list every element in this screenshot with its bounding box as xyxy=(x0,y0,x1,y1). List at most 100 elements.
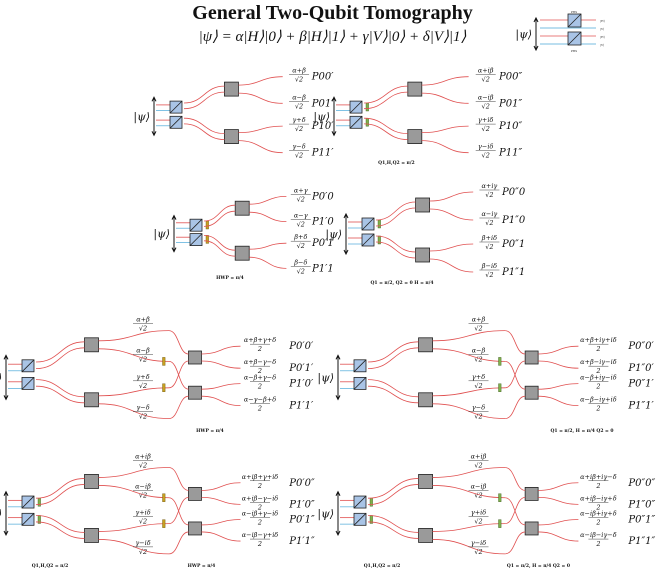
output-wire xyxy=(429,191,474,202)
path-wire xyxy=(363,85,408,104)
combined-amplitude-label: α+β−γ−δ2 xyxy=(244,358,276,375)
amp-denominator: 2 xyxy=(257,405,262,413)
waveplate xyxy=(205,220,209,230)
panel-6: |ψ⟩α+β√2α−β√2γ+δ√2γ−δ√2α+β+iγ+iδ2α+β−iγ−… xyxy=(317,316,654,434)
amp-denominator: √2 xyxy=(485,191,493,199)
arrow-head-down xyxy=(331,131,337,137)
probability-label: P01′ xyxy=(311,98,334,109)
output-wire xyxy=(238,92,283,104)
stage2-output-wire xyxy=(538,345,579,355)
pbs-diagonal xyxy=(169,116,183,129)
stage2-wire xyxy=(168,467,189,491)
path-wire xyxy=(367,515,419,533)
panel-caption-secondary: HWP = π/4 xyxy=(188,563,216,569)
amplitude-label: α+β√2 xyxy=(133,316,153,333)
amp-numerator: α+iβ xyxy=(478,67,494,75)
combined-amplitude-label: α−iβ+iγ+δ2 xyxy=(580,509,617,526)
pbs-diagonal xyxy=(349,116,363,129)
amp-numerator: γ−δ xyxy=(472,404,485,412)
waveplate xyxy=(162,383,166,392)
combined-amplitude-label: α−β+iγ−iδ2 xyxy=(580,374,617,391)
probability-label: P1′0″ xyxy=(288,499,315,510)
path-wire xyxy=(203,204,236,222)
amp-numerator: α+iβ−iγ+δ xyxy=(580,494,617,502)
amplitude-label: γ+δ√2 xyxy=(133,373,153,390)
amp-denominator: 2 xyxy=(595,482,600,490)
path-wire xyxy=(183,91,225,110)
combined-amplitude-label: α+iβ+iγ−δ2 xyxy=(580,473,617,490)
amp-denominator: √2 xyxy=(485,219,493,227)
combined-amplitude-label: α−γ−β+δ2 xyxy=(244,396,276,413)
amp-denominator: √2 xyxy=(474,413,482,421)
amp-numerator: α−β+iγ−iδ xyxy=(580,374,617,382)
psi-label: |ψ⟩ xyxy=(153,228,170,242)
amp-numerator: γ+iδ xyxy=(478,116,493,124)
stage2-output-wire xyxy=(538,519,579,526)
pbs-cube xyxy=(353,495,367,509)
probability-label: P0″0″ xyxy=(627,478,655,489)
waveplate xyxy=(498,357,502,366)
output-wire xyxy=(429,258,474,273)
combined-amplitude-label: α+β+iγ+iδ2 xyxy=(580,336,617,353)
beam-splitter xyxy=(415,197,431,213)
amp-numerator: α+β xyxy=(136,316,150,324)
amp-denominator: 2 xyxy=(595,345,600,353)
pbs-cube xyxy=(353,512,367,526)
waveplate xyxy=(377,235,381,245)
amp-denominator: √2 xyxy=(139,413,147,421)
arrow-head-up xyxy=(335,354,341,360)
amp-numerator: γ−iδ xyxy=(478,143,493,151)
path-wire xyxy=(35,484,85,506)
beam-splitter xyxy=(224,81,239,97)
amp-denominator: √2 xyxy=(482,102,490,110)
stage2-output-wire xyxy=(201,395,241,406)
amp-numerator: α+iβ−γ−iδ xyxy=(242,494,279,502)
combined-amplitude-label: α+iβ−iγ+δ2 xyxy=(580,494,617,511)
amp-denominator: √2 xyxy=(485,271,493,279)
path-wire xyxy=(375,207,416,227)
path-wire xyxy=(203,240,236,257)
beam-splitter xyxy=(188,385,202,400)
amplitude-label: γ+δ√2 xyxy=(289,116,310,133)
pbs-cube xyxy=(21,376,35,390)
arrow-head-up xyxy=(3,490,9,496)
waveplate xyxy=(498,519,502,528)
path-wire xyxy=(203,210,236,227)
stage2-output-wire xyxy=(538,482,579,491)
output-wire xyxy=(98,539,170,555)
probability-label: P1′1″ xyxy=(288,536,315,547)
pbs-diagonal xyxy=(21,495,35,509)
waveplate xyxy=(498,493,502,502)
pbs-diagonal xyxy=(353,377,367,390)
amp-denominator: √2 xyxy=(297,221,305,229)
stage2-output-wire xyxy=(538,360,579,369)
amp-denominator: √2 xyxy=(485,243,493,251)
probability-label: P1″0″ xyxy=(627,499,655,510)
stage2-wire xyxy=(168,497,189,526)
beam-splitter xyxy=(418,474,433,489)
legend-port-label: |H⟩ xyxy=(600,35,605,39)
amplitude-label: γ−iδ√2 xyxy=(475,143,496,160)
stage2-output-wire xyxy=(201,497,241,505)
probability-label: P0′0″ xyxy=(288,478,315,489)
panel-caption-secondary: Q1 = π/2, H = π/4 Q2 = 0 xyxy=(507,563,570,569)
output-wire xyxy=(421,140,469,154)
pbs-diagonal xyxy=(189,233,203,246)
stage2-output-wire xyxy=(538,531,579,542)
stage2-wire xyxy=(168,395,189,419)
path-wire xyxy=(35,347,85,369)
probability-label: P0′0′ xyxy=(288,341,314,352)
probability-label: P10″ xyxy=(498,121,522,132)
beam-splitter xyxy=(234,200,250,216)
amp-numerator: α−β xyxy=(136,346,150,354)
arrow-head-up xyxy=(533,16,539,23)
psi-input: |ψ⟩ xyxy=(317,354,341,401)
beam-splitter xyxy=(407,81,423,97)
amp-denominator: 2 xyxy=(257,482,262,490)
psi-label: |ψ⟩ xyxy=(313,110,330,124)
amp-numerator: α−β xyxy=(292,93,306,101)
pbs-cube xyxy=(361,217,375,231)
amplitude-label: α−β√2 xyxy=(133,346,153,363)
amplitude-label: α−β√2 xyxy=(289,93,310,110)
probability-label: P11″ xyxy=(498,148,522,159)
